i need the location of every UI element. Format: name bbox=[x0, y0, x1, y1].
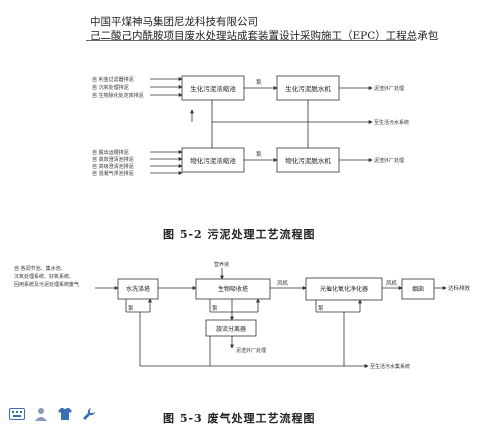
output-bottom-label: 泥渣外厂处理 bbox=[374, 157, 404, 164]
scrubber-label: 水洗涤塔 bbox=[126, 285, 150, 293]
figure-5-3-caption: 图 5-3 废气处理工艺流程图 bbox=[163, 412, 316, 425]
chimney-label: 烟囱 bbox=[412, 285, 424, 293]
input-bottom-2: 自 高效澄清池排泥 bbox=[92, 156, 134, 163]
wrench-icon[interactable] bbox=[80, 405, 98, 423]
emission-label: 达标排放 bbox=[448, 284, 471, 292]
output-middle-label: 至生活污水系统 bbox=[374, 119, 409, 126]
gas-wastewater-out-label: 至生活污水集系统 bbox=[370, 363, 410, 370]
bio-dewater-label: 生化污泥脱水机 bbox=[285, 84, 331, 93]
user-icon[interactable] bbox=[32, 405, 50, 423]
gas-flow-diagram bbox=[95, 268, 447, 368]
keyboard-icon[interactable] bbox=[8, 405, 26, 423]
project-title: 己二酸己内酰胺项目废水处理站成套装置设计采购施工（EPC）工程总承包 bbox=[90, 30, 439, 42]
input-top-2: 自 沉氧处理排泥 bbox=[92, 84, 129, 91]
pump-label-bottom: 泵 bbox=[256, 151, 262, 158]
fan-label-1: 风机 bbox=[277, 279, 289, 287]
input-bottom-4: 自 混凝气浮池排泥 bbox=[92, 170, 134, 177]
photocatalytic-label: 光催化氧化净化器 bbox=[320, 285, 368, 293]
bio-absorber-label: 生物吸收塔 bbox=[218, 285, 248, 293]
input-bottom-3: 自 高级澄清池排泥 bbox=[92, 163, 134, 170]
bio-thickener-label: 生化污泥浓缩池 bbox=[190, 84, 236, 93]
gas-sludge-out-label: 泥渣外厂处理 bbox=[236, 347, 266, 354]
gas-input-line-2: 沉氧处理系统、好氧系统、 bbox=[14, 273, 74, 280]
pump-label-top: 泵 bbox=[256, 79, 262, 86]
input-top-1: 自 利金过滤器排泥 bbox=[92, 76, 134, 83]
fan-label-2: 风机 bbox=[386, 279, 398, 287]
nutrient-label: 营养液 bbox=[214, 261, 229, 268]
bio-absorber-box bbox=[195, 278, 271, 300]
pump-label-g1: 泵 bbox=[128, 305, 134, 312]
output-top-label: 泥渣外厂处理 bbox=[374, 85, 404, 92]
photocatalytic-purifier-box bbox=[305, 277, 383, 301]
chem-dewater-label: 物化污泥脱水机 bbox=[285, 156, 331, 165]
cyclone-separator-box bbox=[205, 319, 257, 337]
gas-input-line-3: 回用系统及污泥处理系统废气 bbox=[14, 281, 79, 288]
pump-label-g2: 泵 bbox=[212, 305, 218, 312]
shirt-icon[interactable] bbox=[56, 405, 74, 423]
water-scrubber-box bbox=[117, 278, 159, 300]
sludge-flow-diagram bbox=[150, 75, 373, 175]
chimney-box bbox=[401, 278, 435, 300]
pump-label-g3: 泵 bbox=[318, 305, 324, 312]
separator-label: 旋流分离器 bbox=[216, 325, 246, 333]
figure-5-2-caption: 图 5-2 污泥处理工艺流程图 bbox=[163, 228, 316, 241]
company-name: 中国平煤神马集团尼龙科技有限公司 bbox=[90, 16, 258, 28]
header-rule bbox=[86, 40, 416, 41]
bottom-toolbar bbox=[8, 404, 98, 424]
gas-input-line-1: 自 各调节池、集水池、 bbox=[14, 265, 66, 272]
input-bottom-1: 自 脱出运槽排泥 bbox=[92, 149, 129, 156]
chem-thickener-label: 物化污泥浓缩池 bbox=[190, 156, 236, 165]
input-top-3: 自 生物除化处定床排泥 bbox=[92, 92, 144, 99]
